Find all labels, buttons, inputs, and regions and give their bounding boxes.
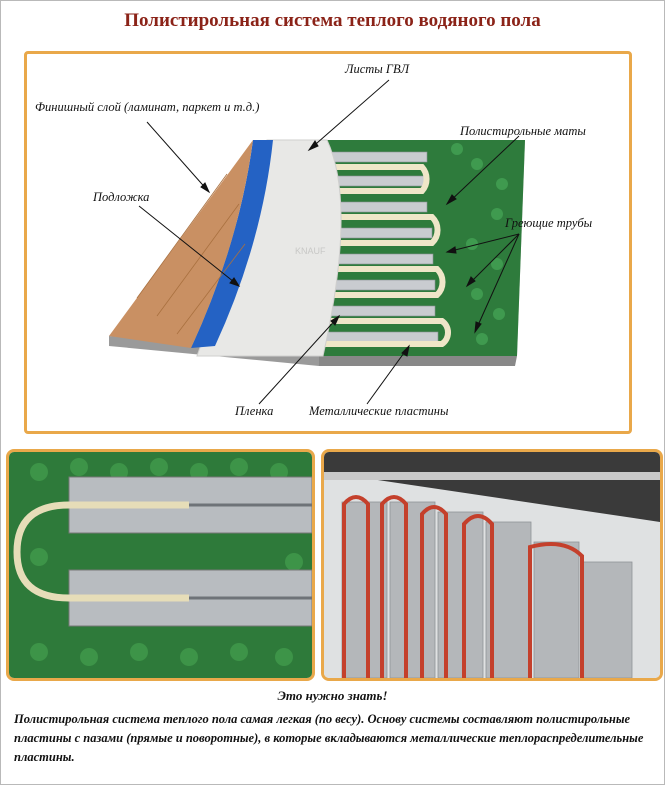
pipe-layout-image: [324, 452, 660, 678]
photo-pipe-layout: [321, 449, 663, 681]
label-underlay: Подложка: [93, 190, 150, 204]
red-pipes: [342, 495, 584, 678]
main-diagram-panel: KNAUF Финишный слой (ламинат, паркет и т…: [24, 51, 632, 434]
laminate-layer: [109, 140, 253, 348]
label-metal-plates: Металлические пластины: [309, 404, 449, 418]
label-polystyrene-mats: Полистирольные маты: [460, 124, 586, 138]
underlay-strip: [191, 140, 273, 348]
mats-closeup-image: [9, 452, 312, 678]
caption-note: Это нужно знать!: [277, 688, 388, 703]
floor-layers-diagram: KNAUF: [109, 79, 525, 405]
svg-text:KNAUF: KNAUF: [295, 246, 326, 256]
photo-mats-closeup: [6, 449, 315, 681]
label-gvl-sheets: Листы ГВЛ: [345, 62, 410, 76]
page-title: Полистирольная система теплого водяного …: [124, 10, 541, 31]
label-finish-layer: Финишный слой (ламинат, паркет и т.д.): [35, 100, 260, 114]
heating-pipes: [323, 164, 451, 347]
laminate-boards: [136, 173, 246, 335]
mat-bumps: [451, 143, 508, 345]
label-film: Пленка: [235, 404, 274, 418]
description-text: Полистирольная система теплого пола сама…: [14, 712, 644, 764]
heating-pipe-loop: [13, 501, 189, 602]
label-heating-pipes: Греющие трубы: [505, 216, 593, 230]
